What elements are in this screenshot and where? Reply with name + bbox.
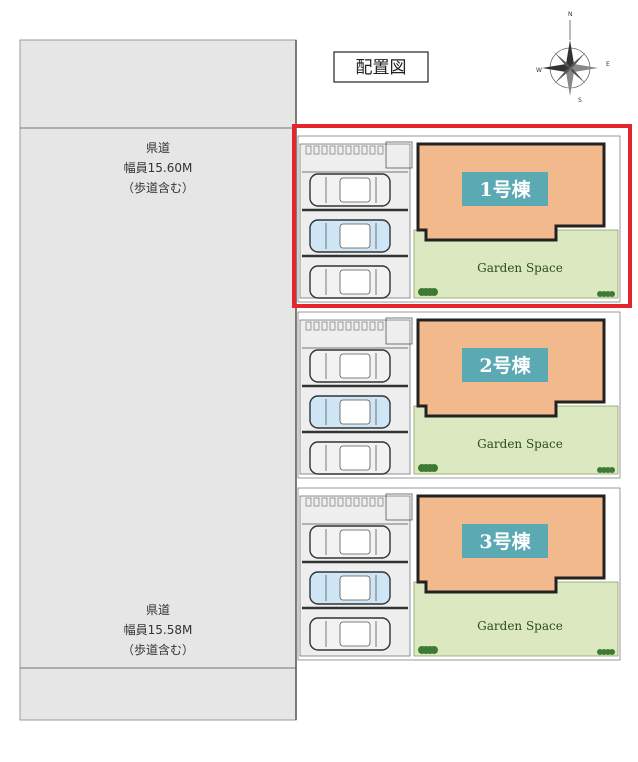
plan-title: 配置図: [333, 51, 429, 83]
highlight-frame: [292, 124, 632, 308]
road-top-line3: （歩道含む）: [122, 180, 194, 195]
car-3-c: [309, 617, 391, 651]
house-label-bg-3: [462, 524, 548, 558]
road-bottom-line3: （歩道含む）: [122, 642, 194, 657]
compass-s: S: [578, 97, 582, 104]
house-label-1: 1号棟: [479, 178, 531, 201]
road: [19, 39, 297, 721]
car-2-c: [309, 441, 391, 475]
compass-n: N: [568, 11, 573, 18]
road-bottom-line2: 幅員15.58M: [124, 622, 193, 637]
house-label-bg-2: [462, 348, 548, 382]
lots: 1号棟 Garden Space 2号棟 Garden Space 3号棟 Garden …: [297, 135, 621, 661]
car-1-a: [309, 173, 391, 207]
compass-w: W: [536, 67, 542, 74]
car-2-a: [309, 349, 391, 383]
car-2-b: [309, 395, 391, 429]
house-label-bg-1: [462, 172, 548, 206]
garden-label-1: Garden Space: [477, 261, 563, 275]
lot-3: 3号棟 Garden Space: [297, 487, 621, 661]
road-top-line2: 幅員15.60M: [124, 160, 193, 175]
house-label-2: 2号棟: [479, 354, 531, 377]
garden-label-3: Garden Space: [477, 619, 563, 633]
car-1-b: [309, 219, 391, 253]
road-label-bottom: 県道 幅員15.58M （歩道含む）: [122, 603, 194, 657]
road-top-line1: 県道: [146, 141, 170, 155]
lot-1: 1号棟 Garden Space: [297, 135, 621, 303]
garden-label-2: Garden Space: [477, 437, 563, 451]
compass-rose-icon: N S E W: [536, 11, 610, 104]
car-3-b: [309, 571, 391, 605]
road-bottom-line1: 県道: [146, 603, 170, 617]
car-1-c: [309, 265, 391, 299]
lot-2: 2号棟 Garden Space: [297, 311, 621, 479]
plan-title-text: 配置図: [356, 58, 407, 78]
compass-e: E: [606, 61, 610, 68]
car-3-a: [309, 525, 391, 559]
house-label-3: 3号棟: [479, 530, 531, 553]
road-label-top: 県道 幅員15.60M （歩道含む）: [122, 141, 194, 195]
